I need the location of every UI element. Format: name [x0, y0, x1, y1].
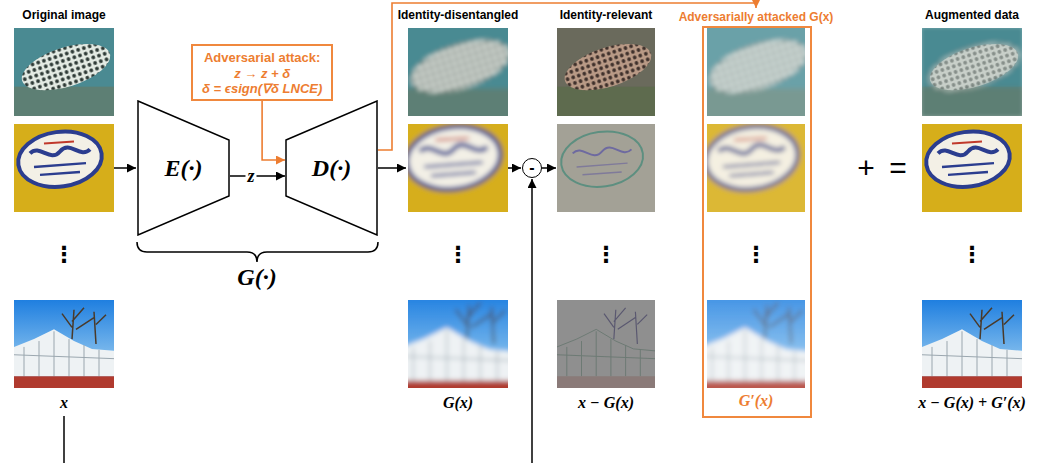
- edge-label: z: [245, 167, 256, 185]
- node-label: E(·): [165, 155, 203, 182]
- highlight-frame: [702, 26, 812, 418]
- ellipsis-mark: ⋮: [53, 244, 75, 266]
- column-heading: Adversarially attacked G(x): [650, 8, 862, 24]
- box-heading: Adversarial attack:: [202, 49, 322, 66]
- subtract-operator: -: [522, 158, 542, 178]
- ellipsis-mark: ⋮: [961, 244, 983, 266]
- ellipsis-mark: ⋮: [447, 244, 469, 266]
- connector-arrow: [230, 175, 285, 177]
- trapezoid-shape: [286, 101, 377, 235]
- encoder-block: E(·): [137, 100, 230, 236]
- node-label: D(·): [312, 155, 351, 182]
- node-label: -: [529, 160, 534, 176]
- connector-arrow: [378, 3, 756, 150]
- module-label: G(·): [237, 264, 276, 291]
- column-heading: Identity-relevant: [560, 8, 653, 22]
- attack-box: Adversarial attack:z → z + δδ = ϵsign(∇δ…: [191, 44, 333, 101]
- formula-text: z → z + δ: [202, 66, 322, 81]
- column-heading: Identity-disentangled: [398, 8, 519, 22]
- trapezoid-shape: [138, 101, 229, 235]
- attacked-column: Adversarially attacked G(x) G′(x): [650, 8, 862, 420]
- column-heading: Augmented data: [925, 8, 1019, 22]
- math-label: x − G(x): [578, 394, 634, 412]
- math-label: G(x): [443, 394, 473, 412]
- ellipsis-mark: ⋮: [595, 244, 617, 266]
- math-label: x − G(x) + G′(x): [918, 394, 1026, 412]
- equals-sign: =: [889, 153, 907, 183]
- math-label: x: [60, 394, 68, 412]
- decoder-block: D(·): [285, 100, 378, 236]
- formula-text: δ = ϵsign(∇δ LNCE): [202, 81, 322, 96]
- connector-arrow: [262, 101, 285, 160]
- plus-sign: +: [857, 153, 875, 183]
- column-heading: Original image: [22, 8, 105, 22]
- math-label: G′(x): [739, 392, 774, 410]
- ellipsis-mark: ⋮: [745, 244, 767, 266]
